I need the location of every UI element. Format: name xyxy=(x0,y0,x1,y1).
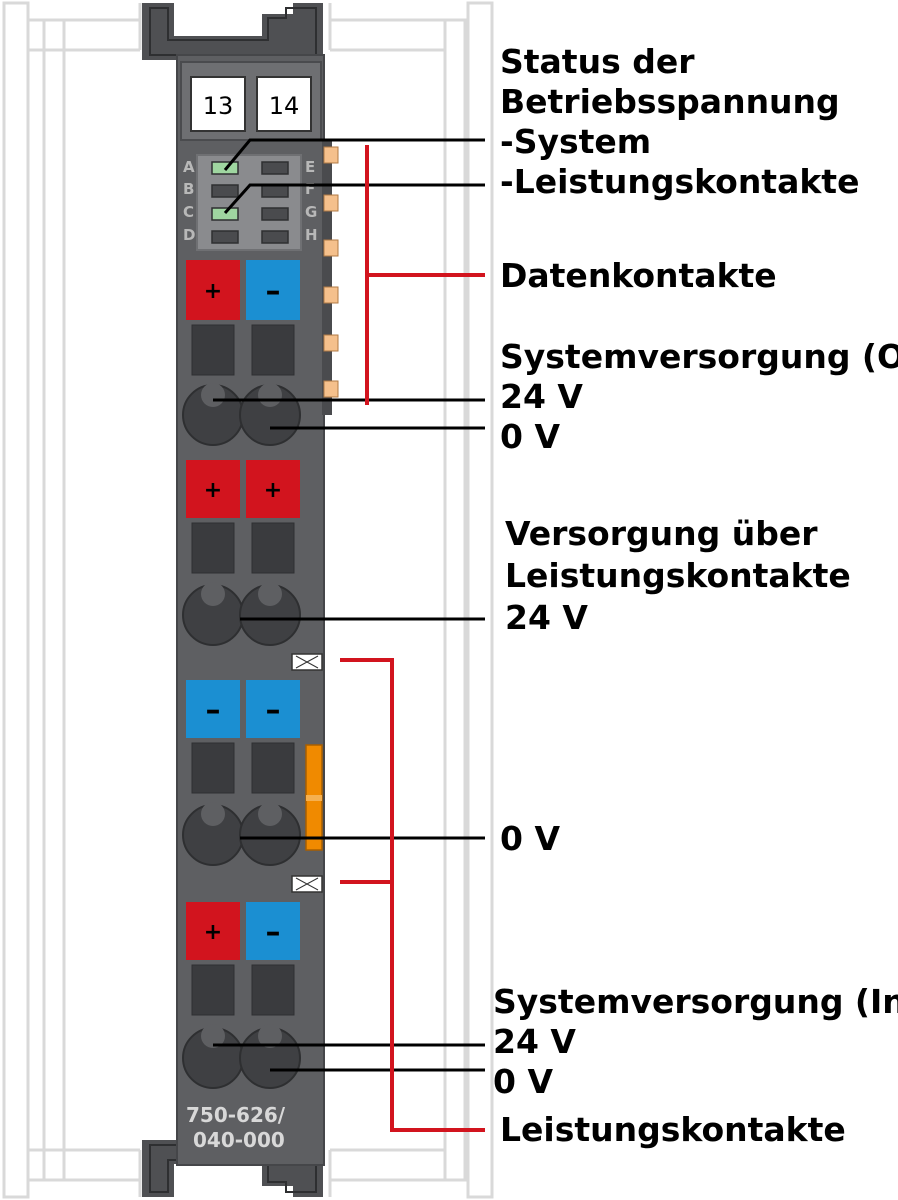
led-letter-f: F xyxy=(305,180,315,198)
push-button-plus-4[interactable] xyxy=(186,902,240,960)
push-button-plus-3[interactable] xyxy=(246,460,300,518)
label-data-contacts: Datenkontakte xyxy=(500,256,777,295)
leader-lines xyxy=(213,138,485,1072)
plus-symbol-4: + xyxy=(204,920,222,945)
led-letter-d: D xyxy=(183,226,195,244)
label-status-line-1: Status der xyxy=(500,42,695,81)
led-letter-g: G xyxy=(305,203,317,221)
label-system-supply-out: Systemversorgung (Out) xyxy=(500,337,898,376)
led-letter-h: H xyxy=(305,226,318,244)
label-mid-0v: 0 V xyxy=(500,819,560,858)
led-letter-b: B xyxy=(183,180,194,198)
plus-symbol-3: + xyxy=(264,478,282,503)
push-button-plus-1[interactable] xyxy=(186,260,240,320)
marker-13[interactable] xyxy=(190,76,246,132)
data-contacts-bracket xyxy=(365,145,485,405)
label-status-power-contacts: -Leistungskontakte xyxy=(500,162,859,201)
label-system-in-0v: 0 V xyxy=(493,1062,553,1101)
label-status-system: -System xyxy=(500,122,651,161)
part-number-line-1: 750-626/ xyxy=(186,1103,286,1127)
led-f xyxy=(261,184,289,198)
label-power-feed-24v: 24 V xyxy=(505,598,588,637)
led-letter-a: A xyxy=(183,158,195,176)
minus-symbol-1: – xyxy=(266,274,281,309)
power-contacts-bracket xyxy=(340,658,485,1132)
label-system-out-24v: 24 V xyxy=(500,377,583,416)
marker-14-label: 14 xyxy=(269,92,300,120)
label-power-feed-line-2: Leistungskontakte xyxy=(505,556,851,595)
din-rail xyxy=(2,1,494,1199)
marker-13-label: 13 xyxy=(203,92,234,120)
plus-symbol-1: + xyxy=(204,279,222,304)
plus-symbol-2: + xyxy=(204,478,222,503)
label-system-out-0v: 0 V xyxy=(500,417,560,456)
led-c xyxy=(211,207,239,221)
marker-14[interactable] xyxy=(256,76,312,132)
push-button-minus-4[interactable] xyxy=(246,902,300,960)
led-letter-c: C xyxy=(183,203,194,221)
push-button-minus-1[interactable] xyxy=(246,260,300,320)
wire-entry-3[interactable] xyxy=(182,802,301,866)
led-b xyxy=(211,184,239,198)
top-clip xyxy=(142,3,323,60)
data-contacts xyxy=(323,146,339,398)
push-button-minus-2[interactable] xyxy=(186,680,240,738)
push-button-plus-2[interactable] xyxy=(186,460,240,518)
led-h xyxy=(261,230,289,244)
part-number-line-2: 040-000 xyxy=(193,1128,285,1152)
led-e xyxy=(261,161,289,175)
push-button-minus-3[interactable] xyxy=(246,680,300,738)
led-g xyxy=(261,207,289,221)
led-letter-e: E xyxy=(305,158,315,176)
minus-symbol-4: – xyxy=(266,915,281,950)
led-d xyxy=(211,230,239,244)
label-power-contacts: Leistungskontakte xyxy=(500,1110,846,1149)
wire-entry-4[interactable] xyxy=(182,1024,301,1089)
label-status-line-2: Betriebsspannung xyxy=(500,82,840,121)
minus-symbol-3: – xyxy=(266,693,281,728)
wire-entry-2[interactable] xyxy=(182,582,301,646)
minus-symbol-2: – xyxy=(206,693,221,728)
label-system-in-24v: 24 V xyxy=(493,1022,576,1061)
label-system-supply-in: Systemversorgung (In) xyxy=(493,982,898,1021)
label-power-feed-line-1: Versorgung über xyxy=(505,514,818,553)
